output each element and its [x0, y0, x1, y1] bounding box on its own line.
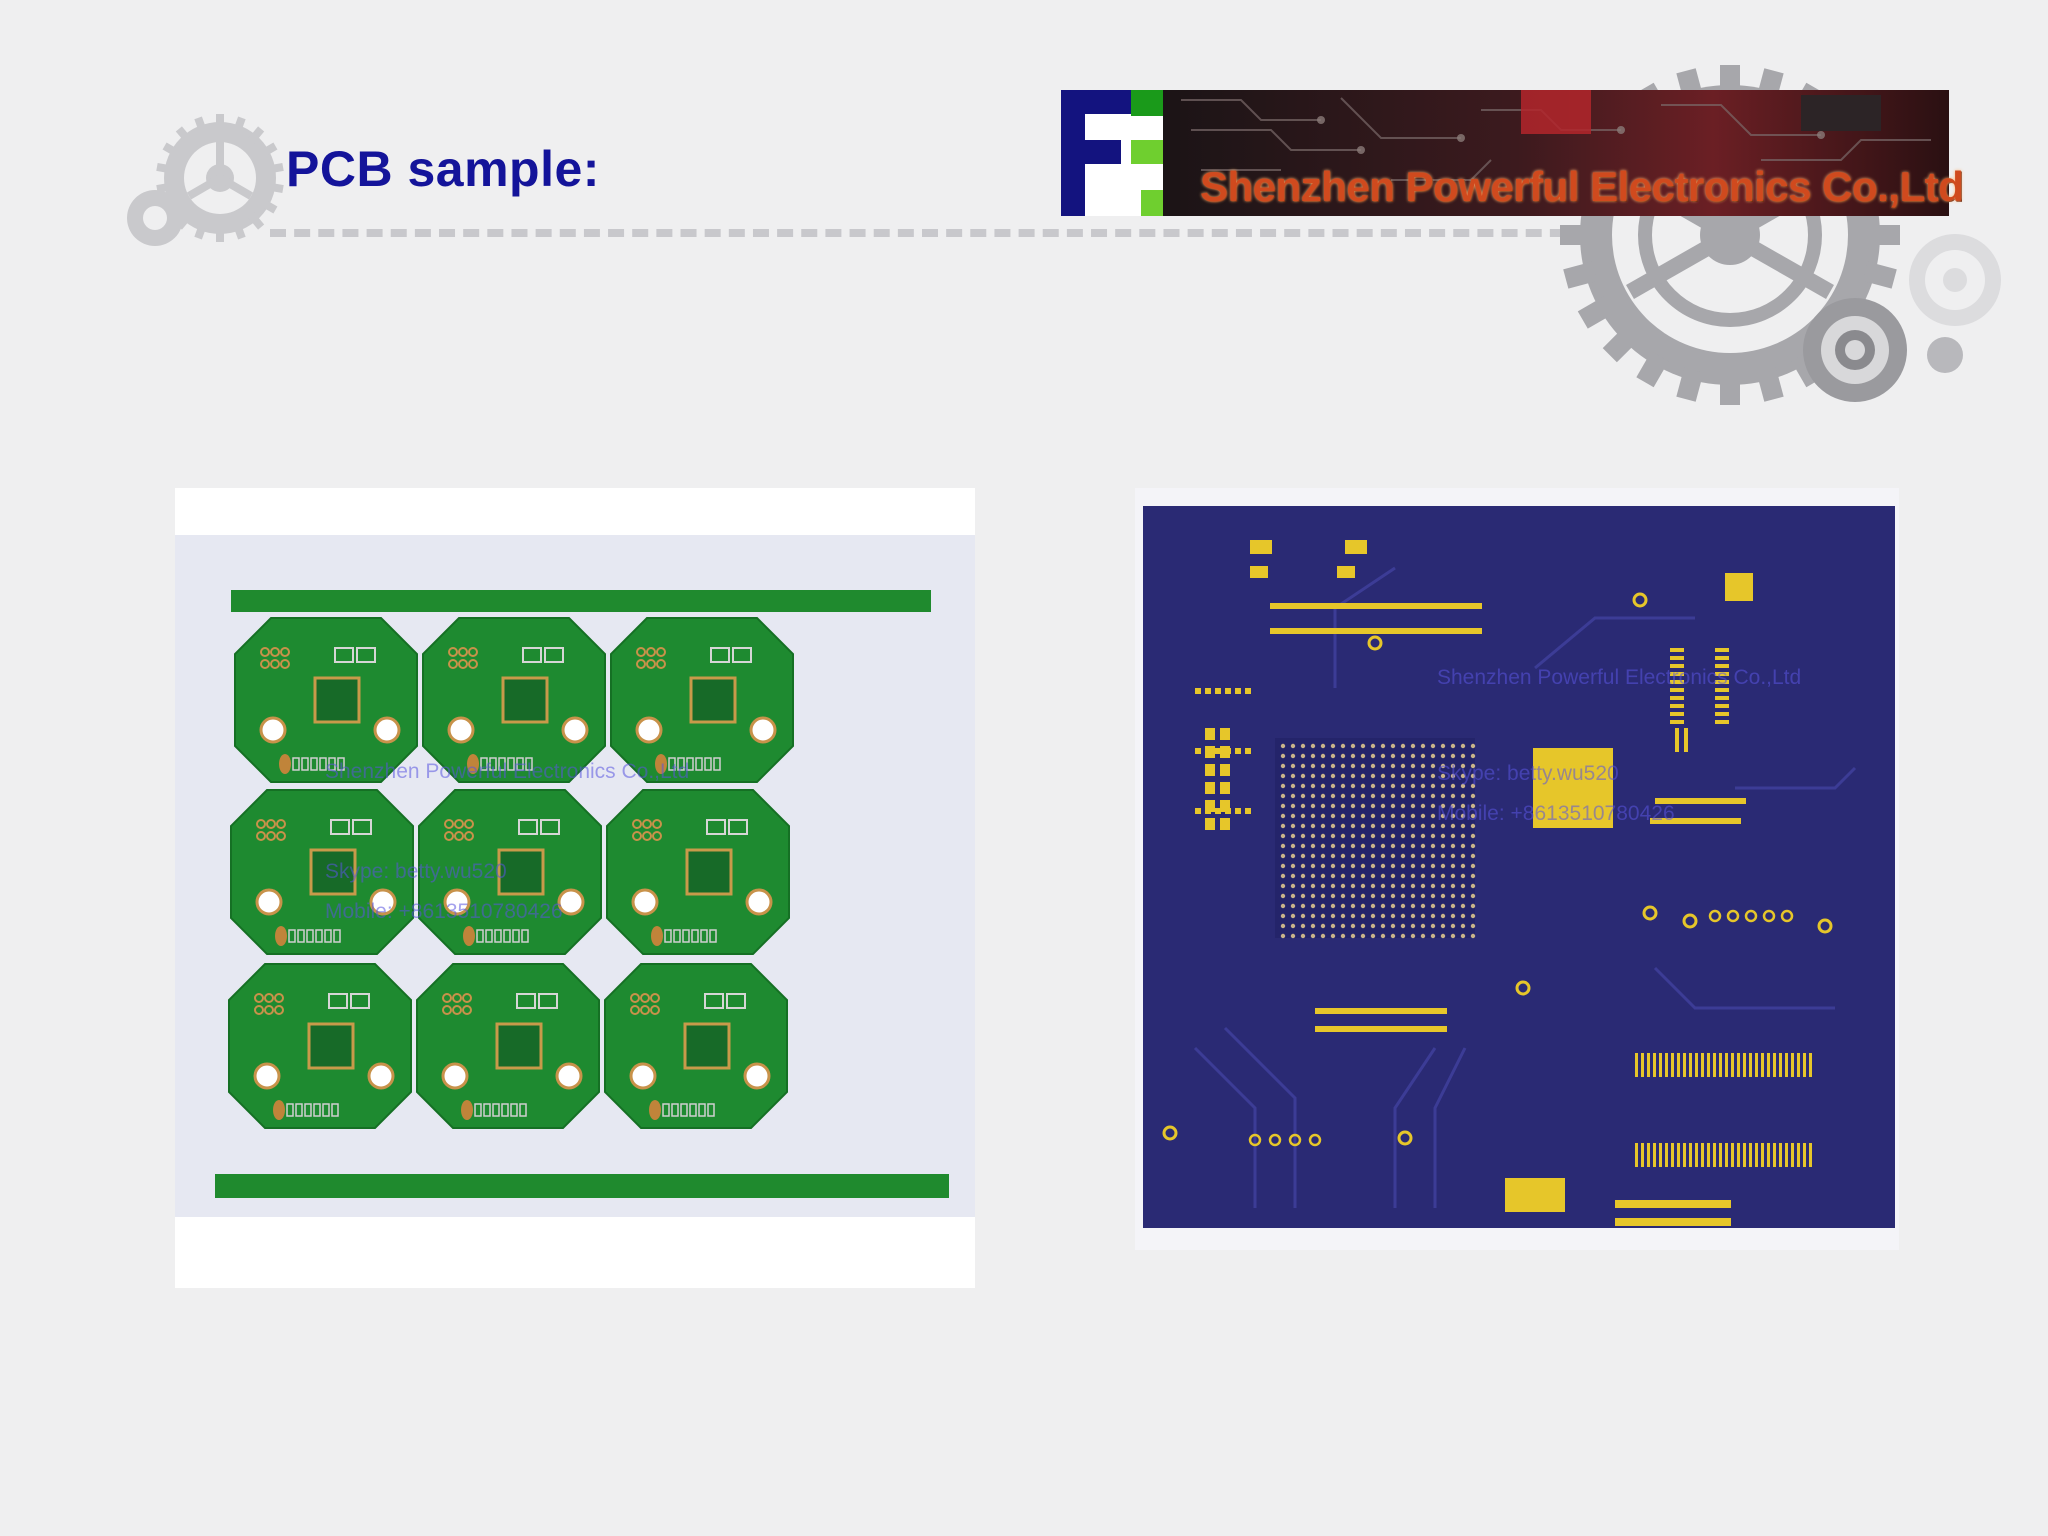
watermark-mobile: Mobile: +8613510780426: [1437, 802, 1675, 825]
fp-logo-icon: [1061, 90, 1163, 216]
watermark-company: Shenzhen Powerful Electronics Co.,Ltd: [325, 760, 690, 783]
watermark-company: Shenzhen Powerful Electronics Co.,Ltd: [1437, 666, 1802, 689]
green-pcb-photo: Shenzhen Powerful Electronics Co.,Ltd Sk…: [175, 488, 975, 1288]
watermark-skype: Skype: betty.wu520: [325, 860, 507, 883]
watermark-mobile: Mobile: +8613510780426: [325, 900, 563, 923]
company-banner: [1061, 90, 1949, 216]
blue-pcb-photo: Shenzhen Powerful Electronics Co.,Ltd Sk…: [1135, 488, 1899, 1250]
title-divider: [270, 229, 1590, 237]
slide-title: PCB sample:: [286, 141, 600, 197]
gear-decoration-left-icon: [127, 114, 284, 246]
gear-decoration-right-icon: [1560, 65, 2001, 405]
watermark-skype: Skype: betty.wu520: [1437, 762, 1619, 785]
banner-company-name: Shenzhen Powerful Electronics Co.,Ltd: [1200, 163, 1964, 210]
